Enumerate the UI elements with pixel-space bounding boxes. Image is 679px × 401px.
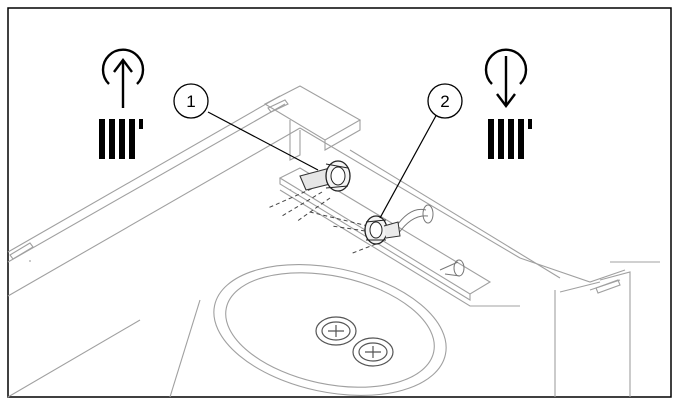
- connector-return: [364, 215, 401, 245]
- diagram-border: [7, 7, 672, 398]
- callout-2: 2: [427, 83, 463, 119]
- radiator-flow-up-arrow-icon: [99, 48, 145, 159]
- oval-recess: [213, 264, 447, 396]
- drain-fitting-right: [352, 337, 394, 367]
- boiler-housing: [7, 85, 660, 398]
- callout-circle: [173, 83, 209, 119]
- callout-1: 1: [173, 83, 209, 119]
- drain-fitting-left: [315, 316, 357, 346]
- callout-label: 1: [186, 92, 195, 111]
- radiator-icon: [99, 119, 143, 159]
- manifold-fittings: .: [290, 186, 465, 277]
- radiator-icon: [488, 119, 532, 159]
- svg-text:.: .: [290, 186, 292, 192]
- callout-leaders: [207, 111, 439, 219]
- callout-circle: [427, 83, 463, 119]
- alignment-dashes: [267, 185, 377, 255]
- connector-flow: [299, 160, 351, 192]
- callout-label: 2: [440, 92, 449, 111]
- radiator-return-down-arrow-icon: [484, 48, 532, 159]
